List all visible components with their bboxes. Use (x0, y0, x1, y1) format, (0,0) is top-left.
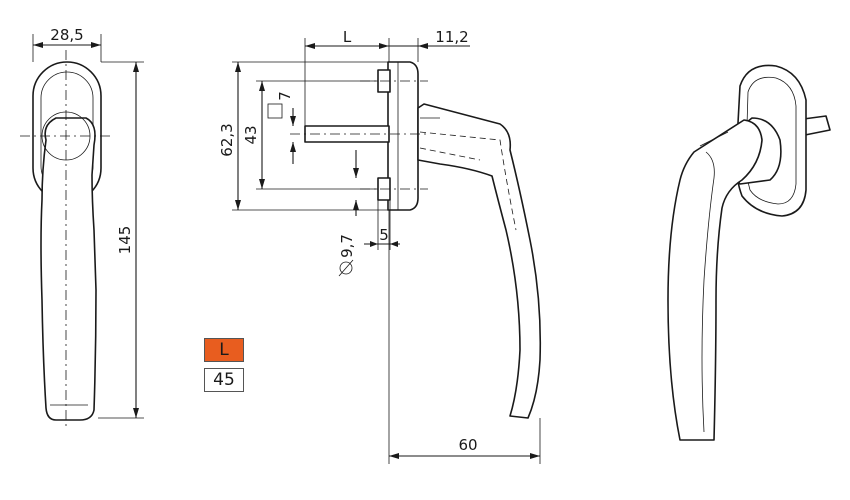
dim-screw-offset: 5 (379, 226, 389, 244)
dim-width-front: 28,5 (50, 26, 83, 44)
diameter-symbol-icon (338, 259, 354, 277)
dim-screw-diameter: 9,7 (338, 234, 356, 258)
dim-screw-spacing: 43 (242, 125, 260, 144)
square-symbol-icon (267, 103, 283, 119)
length-label-cell: L (204, 338, 244, 362)
dim-rosette-height: 62,3 (218, 123, 236, 156)
dim-height-total: 145 (116, 226, 134, 255)
dim-spindle-length: L (343, 28, 352, 46)
side-view: L 11,2 62,3 43 7 9,7 (218, 28, 542, 464)
length-value-cell: 45 (204, 368, 244, 392)
dim-square-size: 7 (276, 91, 294, 101)
front-view: 28,5 145 (20, 26, 144, 428)
perspective-view (667, 64, 831, 441)
dim-rosette-depth: 11,2 (435, 28, 468, 46)
dim-lever-reach: 60 (458, 436, 477, 454)
